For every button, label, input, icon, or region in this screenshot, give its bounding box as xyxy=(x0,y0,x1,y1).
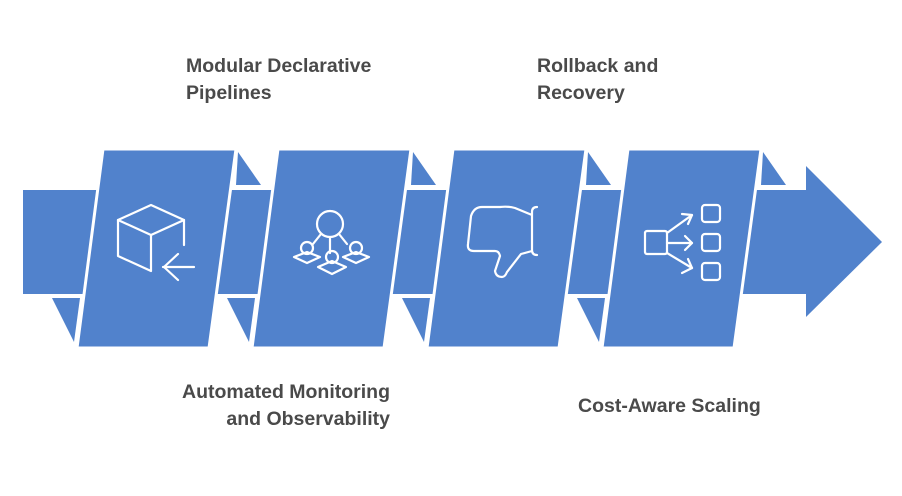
network-users-icon xyxy=(292,209,371,276)
fold-top-1 xyxy=(236,152,261,185)
step-3-line-1: Rollback and xyxy=(537,55,659,77)
step-1-line-2: Pipelines xyxy=(186,82,272,104)
fold-bottom-3 xyxy=(577,298,605,342)
panel-step-1 xyxy=(75,147,238,350)
step-3-line-2: Recovery xyxy=(537,82,625,104)
step-2-line-1: Automated Monitoring xyxy=(182,381,390,403)
panel-step-3 xyxy=(425,147,588,350)
step-4-line-1: Cost-Aware Scaling xyxy=(578,395,761,417)
step-3-label: Rollback and Recovery xyxy=(537,53,658,107)
thumbs-down-icon xyxy=(466,205,539,279)
step-1-label: Modular Declarative Pipelines xyxy=(186,53,371,107)
fold-top-2 xyxy=(411,152,436,185)
fold-top-3 xyxy=(586,152,611,185)
step-4-label: Cost-Aware Scaling xyxy=(578,393,761,420)
step-2-line-2: and Observability xyxy=(226,408,390,430)
step-2-label: Automated Monitoring and Observability xyxy=(182,379,390,433)
panel-step-2 xyxy=(250,147,413,350)
fold-bottom-2 xyxy=(402,298,430,342)
cube-return-icon xyxy=(116,203,196,282)
fold-bottom-0 xyxy=(52,298,80,342)
scale-out-icon xyxy=(643,203,722,282)
fold-bottom-1 xyxy=(227,298,255,342)
panel-step-4 xyxy=(600,147,763,350)
fold-top-4 xyxy=(761,152,786,185)
step-1-line-1: Modular Declarative xyxy=(186,55,372,77)
arrow-head xyxy=(806,166,882,317)
